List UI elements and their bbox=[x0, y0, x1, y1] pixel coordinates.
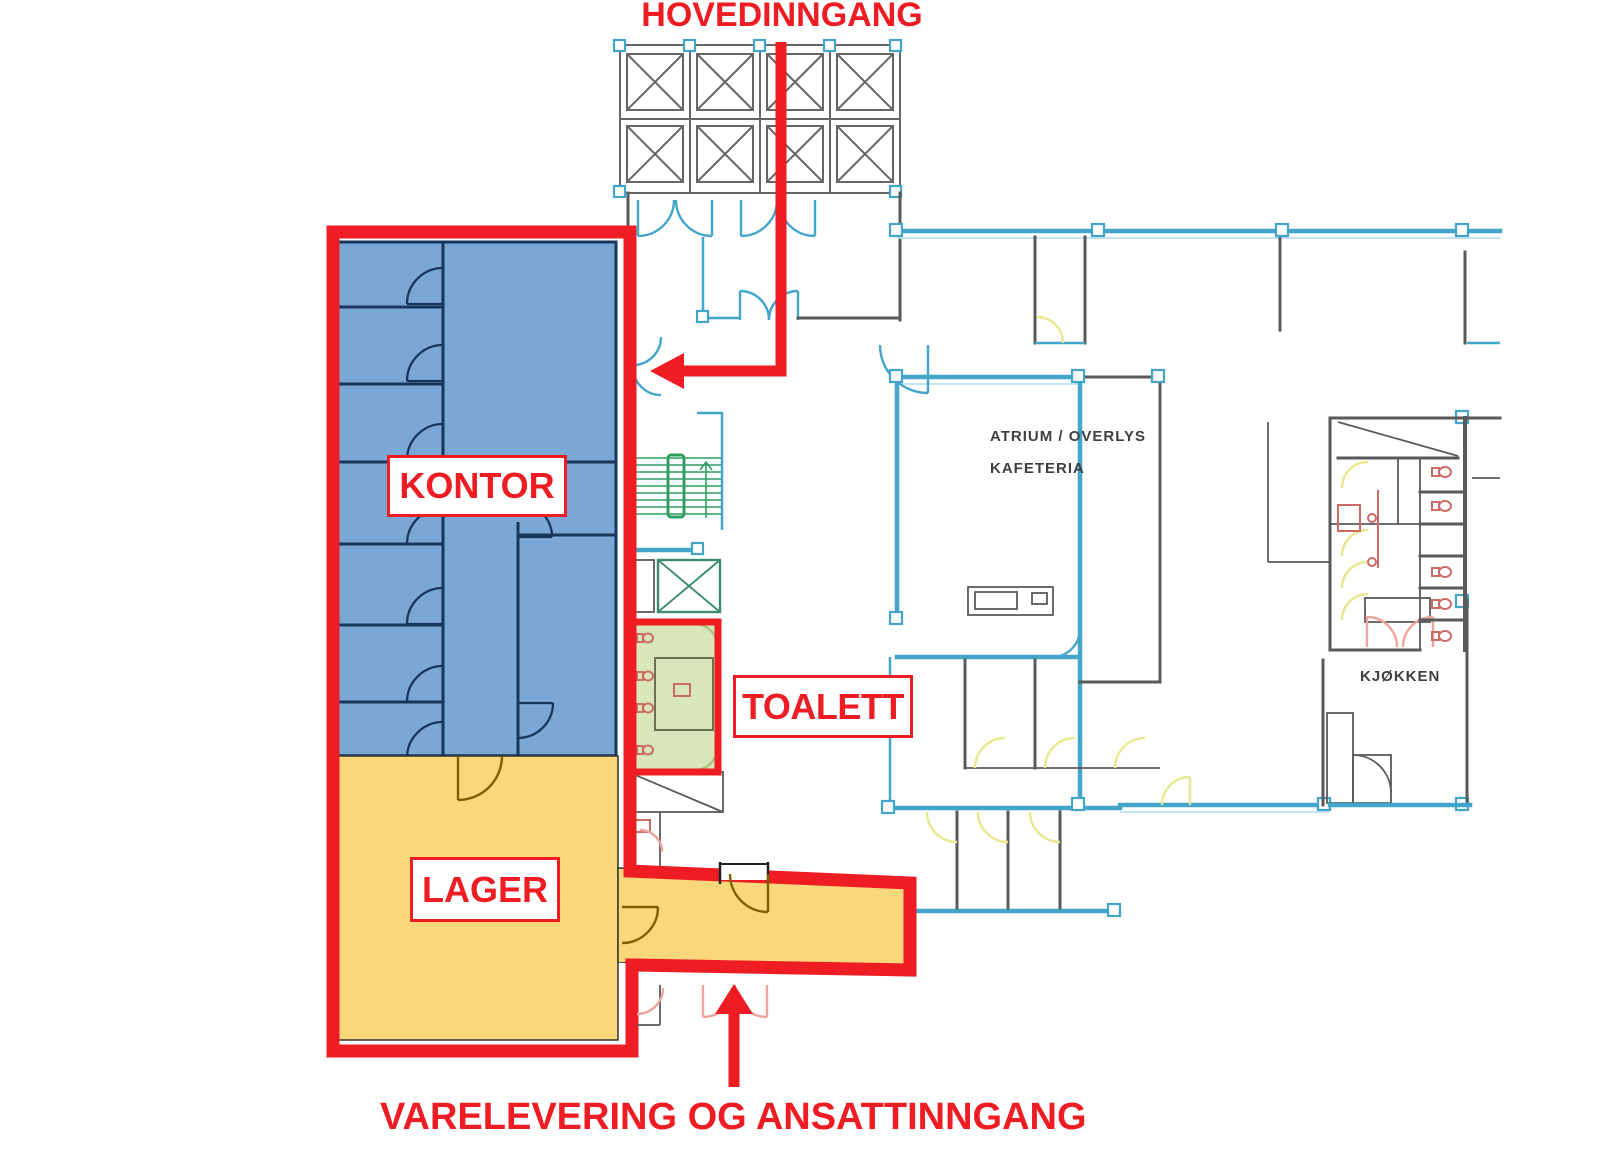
red-outline bbox=[326, 225, 917, 1058]
toilet-block bbox=[1328, 416, 1502, 652]
atrium-label: ATRIUM / OVERLYS bbox=[990, 428, 1147, 445]
main-entrance-label: HOVEDINNGANG bbox=[641, 0, 923, 34]
toalett-zone-label-text: TOALETT bbox=[742, 685, 904, 727]
lager-zone bbox=[336, 755, 911, 1041]
kitchen-area bbox=[1321, 597, 1473, 808]
main-entrance-arrow bbox=[650, 42, 787, 389]
building-walls bbox=[878, 222, 1503, 918]
kontor-zone-label: KONTOR bbox=[387, 455, 567, 517]
service-rooms bbox=[627, 771, 724, 866]
stair-core bbox=[625, 336, 724, 614]
toalett-zone bbox=[629, 618, 722, 776]
lager-zone-label: LAGER bbox=[410, 857, 560, 922]
delivery-arrow bbox=[715, 984, 753, 1087]
arm-door-notch bbox=[718, 862, 770, 914]
delivery-label: VARELEVERING OG ANSATTINNGANG bbox=[380, 1096, 1087, 1138]
toalett-zone-label: TOALETT bbox=[733, 675, 913, 738]
lager-zone-label-text: LAGER bbox=[422, 868, 548, 910]
entrance-canopy bbox=[612, 38, 903, 199]
delivery-doors bbox=[636, 984, 769, 1026]
entrance-vestibule bbox=[626, 191, 902, 324]
kafeteria-label: KAFETERIA bbox=[990, 460, 1085, 477]
kontor-zone-label-text: KONTOR bbox=[399, 465, 555, 506]
kitchen-label: KJØKKEN bbox=[1360, 668, 1441, 685]
